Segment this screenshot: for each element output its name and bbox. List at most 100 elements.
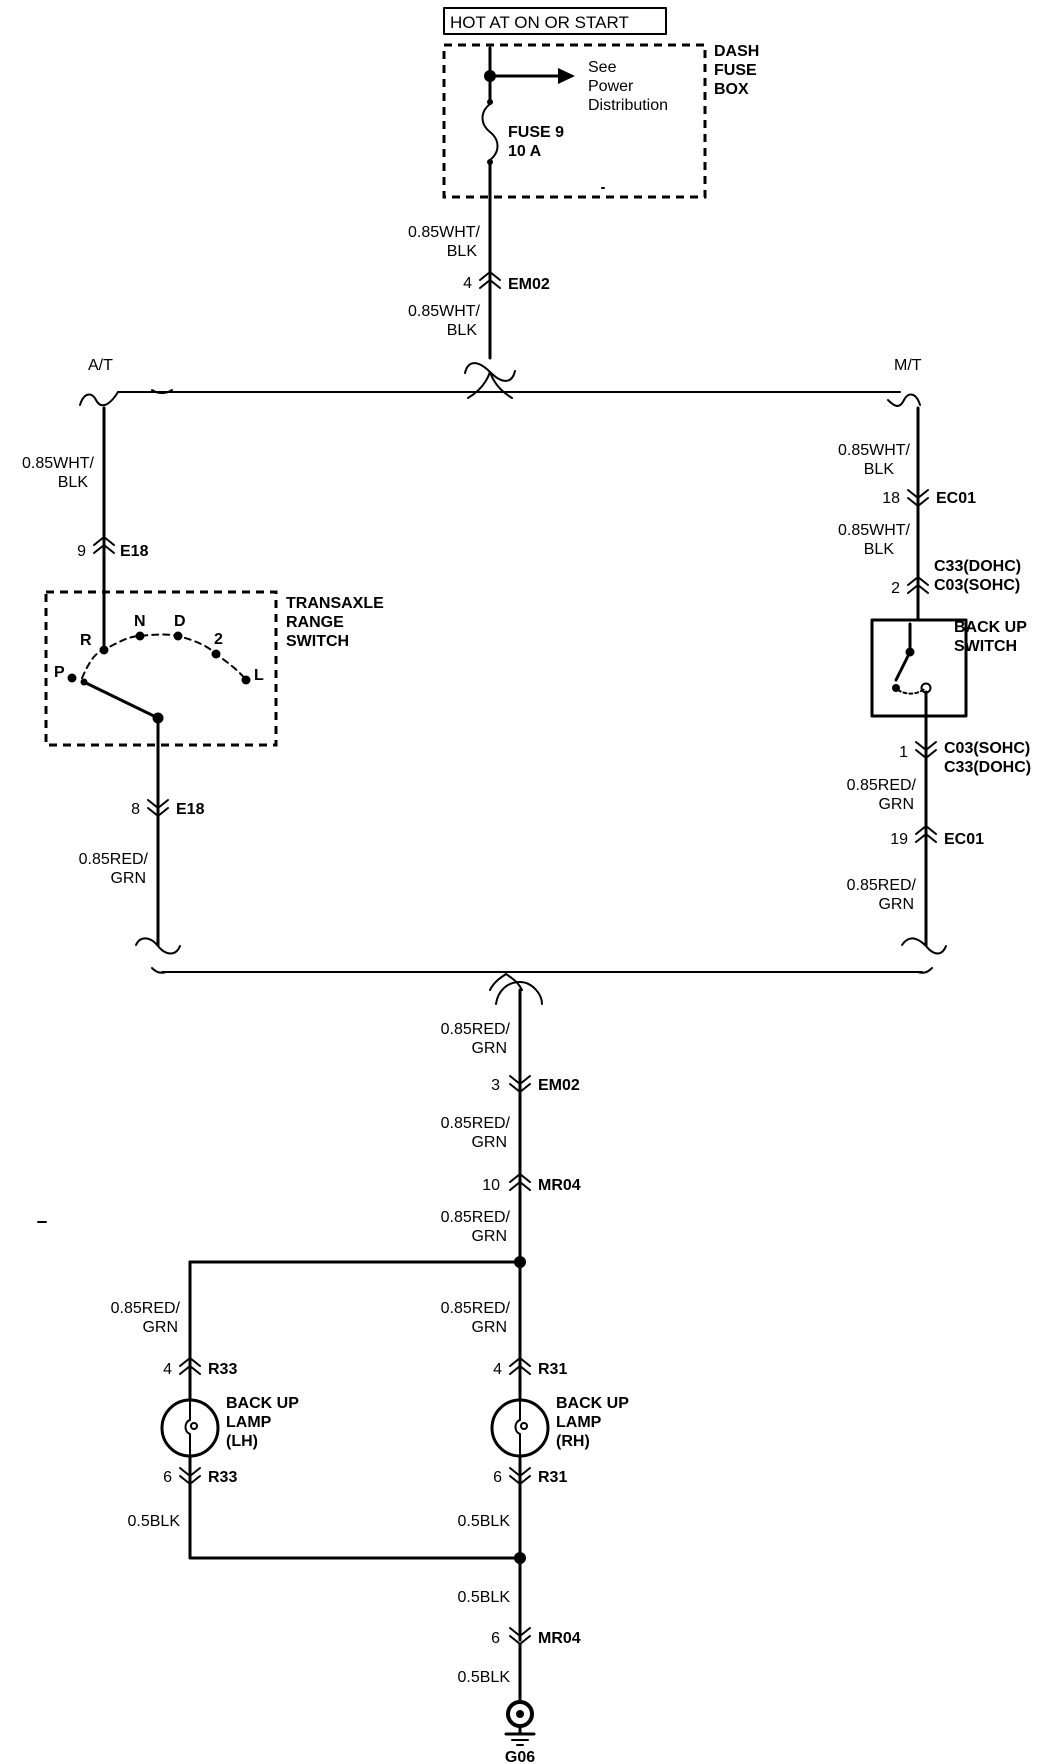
filament-icon: [514, 1399, 521, 1457]
wire-label: 0.85WHT/: [838, 522, 911, 539]
wire-label: GRN: [471, 1134, 507, 1151]
connector-name: E18: [176, 801, 205, 818]
connector-chevron-icon: [509, 1357, 531, 1375]
branch-mt-label: M/T: [894, 357, 922, 374]
arrow-right-icon: [558, 68, 575, 84]
wire-label: 0.85WHT/: [22, 455, 95, 472]
wire-label: GRN: [110, 870, 146, 887]
switch-dashed-link: [897, 687, 927, 695]
pos-label: P: [54, 664, 65, 681]
filament-loop: [520, 1422, 528, 1430]
connector-chevron-icon: [907, 489, 929, 507]
connector-r31-bottom: 6 R31: [493, 1467, 567, 1486]
fuse-box-label-3: BOX: [714, 81, 749, 98]
wire-label: GRN: [471, 1319, 507, 1336]
connector-pin: 8: [131, 801, 140, 818]
branch-join-lower: [495, 981, 543, 1005]
ground-splice-dot: [514, 1552, 526, 1564]
connector-c33-top: 2 C33(DOHC) C03(SOHC): [891, 558, 1021, 597]
connector-ec01-bottom: 19 EC01: [890, 825, 984, 848]
connector-ec01-top: 18 EC01: [882, 489, 976, 507]
switch-label-1: TRANSAXLE: [286, 595, 384, 612]
wire-label: BLK: [58, 474, 89, 491]
pos-label: L: [254, 667, 264, 684]
wire-label: 0.85RED/: [847, 777, 917, 794]
switch-lever: [82, 680, 160, 720]
pos-label: N: [134, 613, 146, 630]
filament-loop: [190, 1422, 198, 1430]
connector-r31-top: 4 R31: [493, 1357, 567, 1378]
connector-chevron-icon: [179, 1467, 201, 1485]
hot-label: HOT AT ON OR START: [450, 13, 629, 32]
wire-label: BLK: [864, 541, 895, 558]
wire-label: GRN: [142, 1319, 178, 1336]
connector-name: R33: [208, 1469, 237, 1486]
connector-chevron-icon: [509, 1173, 531, 1191]
connector-e18-top: 9 E18: [77, 536, 149, 560]
wire-label: 0.5BLK: [128, 1513, 181, 1530]
pos-label: 2: [214, 631, 223, 648]
connector-pin: 6: [493, 1469, 502, 1486]
pos-r-contact: [99, 645, 109, 655]
wire-label: 0.85RED/: [441, 1300, 511, 1317]
connector-name: EC01: [944, 831, 984, 848]
fuse-9-icon: [481, 103, 499, 161]
connector-pin: 4: [163, 1361, 172, 1378]
filament-icon: [184, 1399, 191, 1457]
wire-label: GRN: [878, 796, 914, 813]
wire-label: 0.85RED/: [441, 1209, 511, 1226]
backup-switch-label-2: SWITCH: [954, 638, 1017, 655]
wire-label: BLK: [447, 243, 478, 260]
connector-name: EC01: [936, 490, 976, 507]
wire-label: GRN: [471, 1228, 507, 1245]
connector-pin: 6: [491, 1630, 500, 1647]
connector-name: R33: [208, 1361, 237, 1378]
pos-label: D: [174, 613, 186, 630]
transaxle-range-switch: TRANSAXLE RANGE SWITCH P R N D 2 L: [44, 590, 384, 747]
dash-fuse-box: [442, 43, 707, 199]
connector-name: EM02: [538, 1077, 580, 1094]
pos-2-contact: [211, 649, 221, 659]
wire-label: 0.85RED/: [441, 1115, 511, 1132]
wire-label: GRN: [878, 896, 914, 913]
connector-pin: 2: [891, 580, 900, 597]
connector-name: E18: [120, 543, 149, 560]
wire-label: BLK: [447, 322, 478, 339]
backup-switch: BACK UP SWITCH: [870, 618, 1027, 718]
branch-at-label: A/T: [88, 357, 113, 374]
connector-pin: 4: [493, 1361, 502, 1378]
lamp-rh-label-2: LAMP: [556, 1414, 602, 1431]
connector-pin: 10: [482, 1177, 500, 1194]
connector-chevron-icon: [93, 536, 115, 554]
connector-chevron-icon: [509, 1467, 531, 1485]
pos-n-contact: [135, 631, 145, 641]
connector-pin: 3: [491, 1077, 500, 1094]
connector-name: EM02: [508, 276, 550, 293]
connector-name: R31: [538, 1469, 567, 1486]
wire-label: 0.85WHT/: [408, 303, 481, 320]
lamp-lh-label-1: BACK UP: [226, 1395, 299, 1412]
wire-label: 0.85RED/: [441, 1021, 511, 1038]
wire-label: 0.85RED/: [847, 877, 917, 894]
fuse-terminal-top: [487, 99, 493, 105]
connector-chevron-icon: [479, 271, 501, 289]
ground-terminal-center: [516, 1710, 524, 1718]
fuse-box-label-1: DASH: [714, 43, 759, 60]
lamp-rh-label-3: (RH): [556, 1433, 590, 1450]
fuse-box-label-2: FUSE: [714, 62, 757, 79]
connector-alt-name: C33(DOHC): [944, 759, 1031, 776]
connector-pin: 4: [463, 275, 472, 292]
see-power-3: Distribution: [588, 97, 668, 114]
connector-chevron-icon: [179, 1357, 201, 1375]
connector-chevron-icon: [907, 576, 929, 594]
fuse-terminal-bottom: [487, 159, 493, 165]
see-power-1: See: [588, 59, 617, 76]
connector-em02-bottom: 3 EM02: [491, 1075, 580, 1094]
lamp-lh-label-3: (LH): [226, 1433, 258, 1450]
connector-r33-bottom: 6 R33: [163, 1467, 237, 1486]
break-right-bottom-icon: [901, 937, 947, 955]
connector-e18-bottom: 8 E18: [131, 799, 205, 818]
branch-split-lower: [467, 371, 513, 399]
break-left-icon: [79, 391, 119, 407]
